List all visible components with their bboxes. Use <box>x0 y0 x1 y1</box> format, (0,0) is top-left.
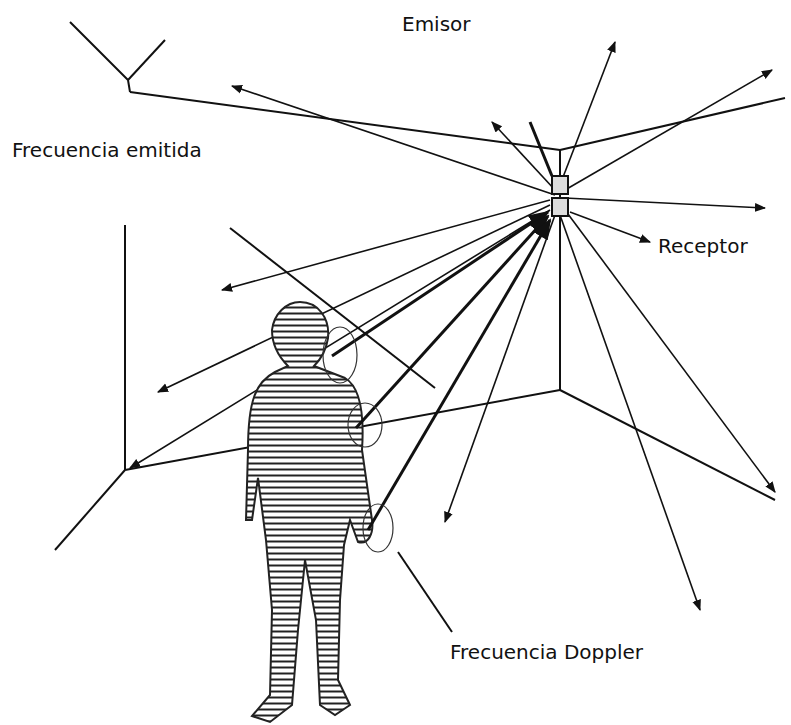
text-label: Receptor <box>656 234 750 258</box>
reflected-rays <box>332 212 550 530</box>
text-label: Emisor <box>400 12 473 36</box>
person-silhouette <box>246 302 372 722</box>
room-walls <box>55 22 785 550</box>
emitted-rays <box>130 42 775 610</box>
leader-line <box>398 552 452 632</box>
reflection-circles <box>323 327 393 552</box>
text-label: Frecuencia emitida <box>10 138 204 162</box>
emitter-receiver-device <box>530 122 568 216</box>
text-label: Frecuencia Doppler <box>448 640 645 664</box>
